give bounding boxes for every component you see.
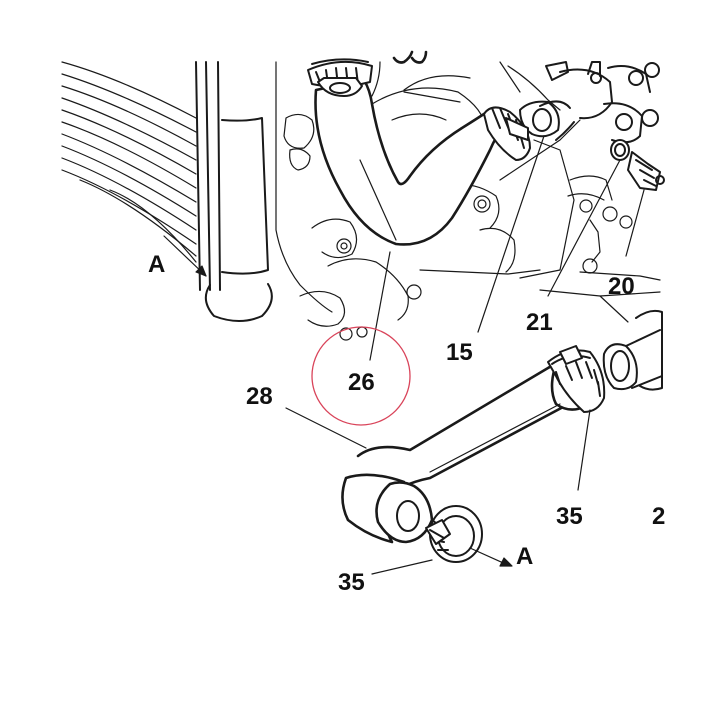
callout-15: 15 (446, 339, 473, 366)
pipe-stub-right (602, 309, 663, 391)
leader-lines (163, 91, 645, 575)
clamp-35-right (547, 345, 606, 413)
clamp-upper-right (483, 106, 531, 161)
callout-28: 28 (246, 383, 273, 410)
clamp-35-bottom (425, 505, 483, 563)
callout-35-right: 35 (556, 503, 583, 530)
callout-a-right: A (516, 543, 533, 570)
callout-2-partial: 2 (652, 503, 665, 530)
callout-21: 21 (526, 309, 553, 336)
fitting-assembly (519, 61, 665, 191)
callout-26: 26 (348, 369, 375, 396)
radiator (61, 61, 273, 322)
cropped-callout-top (392, 50, 428, 64)
callout-35-bottom: 35 (338, 569, 365, 596)
callout-20: 20 (608, 273, 635, 300)
highlight-circle (311, 326, 411, 426)
clamp-upper-left (307, 58, 373, 97)
callout-a-left: A (148, 251, 165, 278)
